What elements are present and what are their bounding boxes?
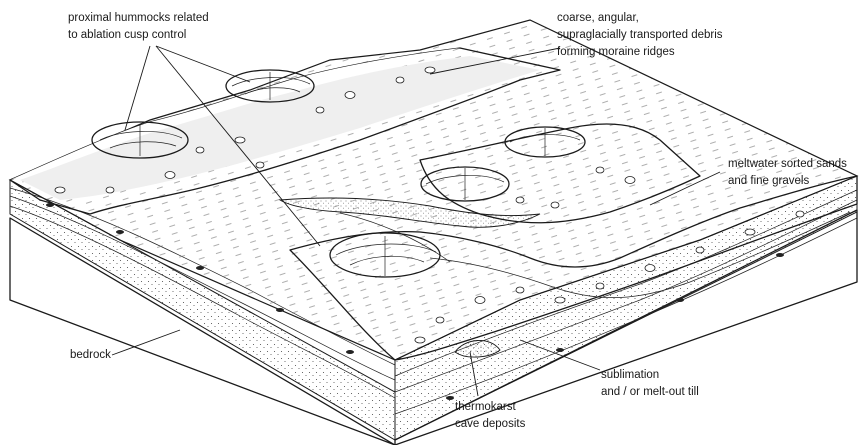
leader-hummock-1 xyxy=(125,46,150,130)
label-sublimation-line1: sublimation xyxy=(601,369,659,381)
label-coarse-debris-line3: forming moraine ridges xyxy=(557,46,675,58)
label-bedrock: bedrock xyxy=(70,349,111,361)
label-meltwater-line2: and fine gravels xyxy=(728,175,809,187)
leader-hummock-2 xyxy=(156,46,250,82)
label-proximal-hummocks-line2: to ablation cusp control xyxy=(68,29,186,41)
label-meltwater-line1: meltwater sorted sands xyxy=(728,158,847,170)
label-coarse-debris-line1: coarse, angular, xyxy=(557,12,639,24)
label-thermokarst-line2: cave deposits xyxy=(455,418,526,430)
label-coarse-debris-line2: supraglacially transported debris xyxy=(557,29,723,41)
label-proximal-hummocks-line1: proximal hummocks related xyxy=(68,12,209,24)
label-thermokarst-line1: thermokarst xyxy=(455,401,517,413)
label-sublimation-line2: and / or melt-out till xyxy=(601,386,699,398)
